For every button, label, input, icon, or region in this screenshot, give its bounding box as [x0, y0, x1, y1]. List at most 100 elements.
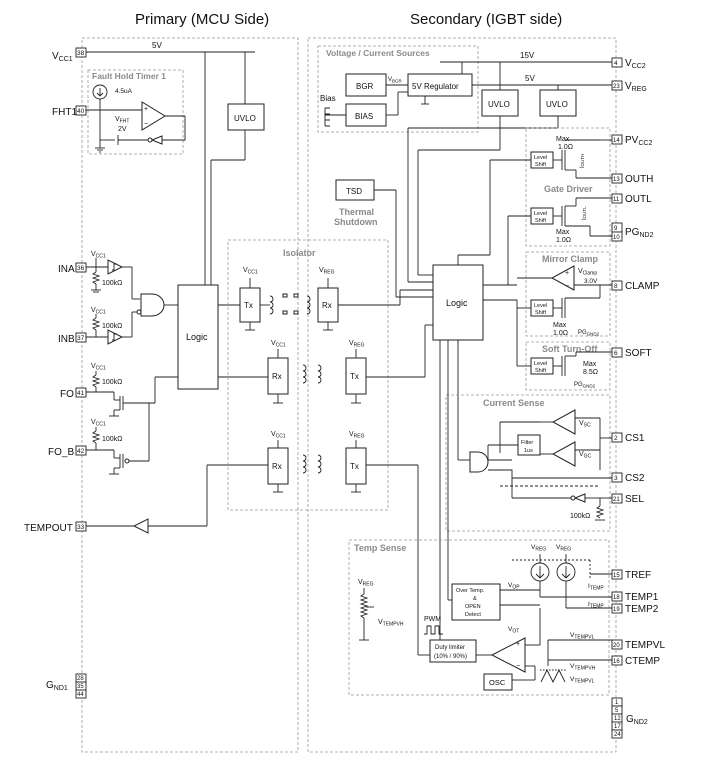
svg-text:15: 15	[613, 573, 620, 579]
gate-driver-section	[525, 127, 611, 247]
svg-text:GND1: GND1	[46, 680, 68, 692]
pin-pvcc2: 14 PVCC2	[611, 134, 652, 147]
pin-cs1: 2 CS1	[611, 432, 645, 444]
svg-text:VCC1: VCC1	[52, 51, 73, 63]
svg-text:CS1: CS1	[625, 433, 645, 444]
logic-primary	[177, 284, 219, 390]
svg-text:VOT: VOT	[508, 626, 519, 635]
osc-block	[483, 673, 513, 691]
svg-text:SOFT: SOFT	[625, 348, 652, 359]
svg-text:Shift: Shift	[535, 310, 546, 316]
svg-text:Thermal: Thermal	[339, 207, 374, 217]
svg-text:Max: Max	[556, 136, 570, 143]
svg-text:2: 2	[614, 435, 618, 442]
svg-text:IOUTL: IOUTL	[582, 206, 588, 220]
svg-text:FO: FO	[60, 389, 74, 400]
svg-text:23: 23	[613, 84, 620, 90]
svg-text:33: 33	[77, 524, 85, 531]
svg-text:1.0Ω: 1.0Ω	[556, 237, 571, 244]
svg-text:Over Temp.: Over Temp.	[456, 588, 485, 594]
svg-text:1.0Ω: 1.0Ω	[553, 330, 568, 337]
temp-sense-section	[348, 539, 610, 696]
svg-text:Tx: Tx	[244, 301, 253, 310]
voltage-sources-title: Voltage / Current Sources	[326, 48, 430, 58]
svg-text:17: 17	[614, 724, 621, 730]
svg-text:Tx: Tx	[350, 372, 359, 381]
svg-text:Logic: Logic	[446, 298, 468, 308]
svg-text:9: 9	[614, 226, 618, 232]
svg-text:−: −	[516, 663, 520, 670]
comparator-fht	[141, 101, 166, 131]
tempout-buffer	[132, 518, 149, 534]
svg-text:VREG: VREG	[556, 544, 571, 553]
svg-text:VOP: VOP	[508, 582, 520, 591]
svg-text:100kΩ: 100kΩ	[102, 280, 122, 287]
svg-text:Shift: Shift	[535, 162, 546, 168]
svg-text:38: 38	[77, 50, 85, 57]
svg-text:24: 24	[614, 732, 621, 738]
pin-pgnd2: 9 10 PGND2	[611, 222, 654, 242]
svg-text:VREG: VREG	[358, 579, 374, 588]
temp-comparator	[490, 637, 526, 673]
pin-vcc2: 4 VCC2	[611, 57, 646, 70]
sc-comparator	[551, 409, 576, 435]
svg-text:Rx: Rx	[272, 372, 282, 381]
svg-text:28: 28	[77, 676, 84, 682]
svg-text:TSD: TSD	[346, 187, 362, 196]
svg-text:CTEMP: CTEMP	[625, 656, 660, 667]
uvlo-secondary-2	[539, 89, 577, 117]
svg-text:3.0V: 3.0V	[584, 278, 598, 285]
svg-text:+: +	[516, 641, 520, 648]
svg-text:GND2: GND2	[626, 714, 648, 726]
svg-text:14: 14	[613, 138, 620, 144]
svg-text:21: 21	[613, 497, 620, 503]
soft-turnoff-title: Soft Turn-Off	[542, 344, 598, 354]
svg-text:44: 44	[77, 692, 84, 698]
svg-text:100kΩ: 100kΩ	[570, 513, 590, 520]
svg-text:+: +	[144, 106, 148, 113]
pin-vreg: 23 VREG	[611, 80, 647, 93]
svg-text:TEMP2: TEMP2	[625, 604, 659, 615]
svg-text:8.5Ω: 8.5Ω	[583, 369, 598, 376]
current-sense-section	[445, 394, 611, 532]
svg-text:INA: INA	[58, 264, 75, 275]
pin-tref: 15 TREF	[611, 569, 651, 581]
svg-text:TREF: TREF	[625, 570, 651, 581]
svg-text:OUTL: OUTL	[625, 194, 652, 205]
svg-text:Tx: Tx	[350, 462, 359, 471]
svg-text:VSC: VSC	[579, 420, 591, 429]
svg-text:VCC1: VCC1	[271, 431, 286, 440]
svg-text:−: −	[144, 121, 148, 128]
svg-text:VTEMPVH: VTEMPVH	[378, 619, 404, 628]
svg-text:4: 4	[614, 60, 618, 67]
svg-text:VREG: VREG	[349, 340, 365, 349]
over-temp-detect	[451, 583, 501, 621]
svg-text:11: 11	[613, 197, 620, 203]
svg-text:VTEMPVL: VTEMPVL	[570, 676, 595, 685]
svg-text:Rx: Rx	[322, 301, 332, 310]
svg-text:Level: Level	[534, 303, 547, 309]
svg-text:20: 20	[613, 643, 620, 649]
isolator-title: Isolator	[283, 248, 316, 258]
svg-text:41: 41	[77, 390, 85, 397]
pin-outh: 13 OUTH	[611, 173, 653, 185]
svg-text:VTEMPVH: VTEMPVH	[570, 663, 596, 672]
pin-clamp: 8 CLAMP	[611, 280, 660, 292]
pin-tempvl: 20 TEMPVL	[611, 639, 665, 651]
svg-text:VCC1: VCC1	[271, 340, 286, 349]
svg-text:SEL: SEL	[625, 494, 644, 505]
svg-text:1us: 1us	[524, 448, 533, 454]
svg-text:VBGR: VBGR	[388, 77, 403, 84]
svg-text:42: 42	[77, 448, 85, 455]
duty-limiter	[429, 639, 477, 663]
pin-inb: INB 37	[58, 332, 87, 345]
pin-ctemp: 16 CTEMP	[611, 655, 660, 667]
svg-text:VFHT: VFHT	[115, 116, 129, 125]
svg-text:1.0Ω: 1.0Ω	[558, 144, 573, 151]
secondary-header: Secondary (IGBT side)	[410, 11, 562, 28]
svg-text:Logic: Logic	[186, 332, 208, 342]
primary-header: Primary (MCU Side)	[135, 11, 269, 28]
gate-driver-title: Gate Driver	[544, 184, 593, 194]
triangle-wave-icon	[540, 668, 566, 684]
svg-text:VTEMPVL: VTEMPVL	[570, 632, 595, 641]
